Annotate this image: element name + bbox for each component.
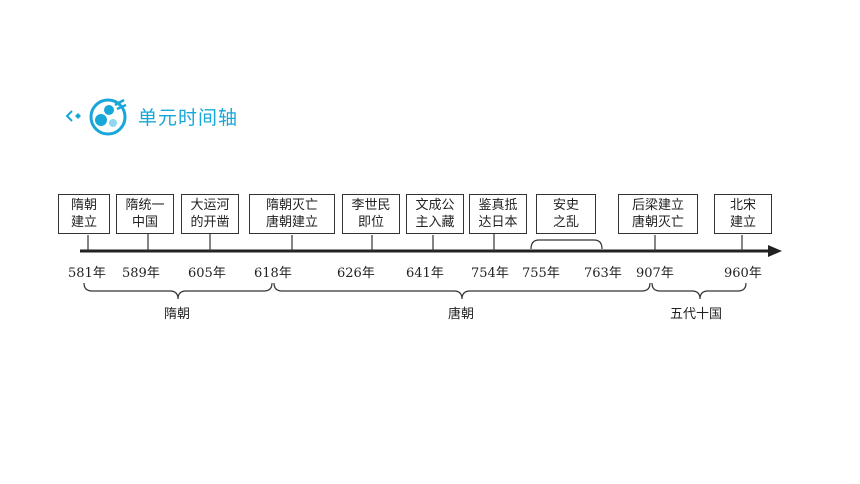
year-label: 754年 <box>471 266 509 281</box>
year-label: 960年 <box>724 266 762 281</box>
event-label: 安史 <box>552 198 579 213</box>
event-label: 唐朝建立 <box>265 215 318 230</box>
event-label: 北宋 <box>729 198 756 213</box>
brace-tang <box>273 282 651 300</box>
year-label: 626年 <box>337 266 375 281</box>
event-range-bracket <box>530 239 603 250</box>
event-label: 鉴真抵 <box>478 198 518 213</box>
event-label: 达日本 <box>478 215 518 230</box>
year-label: 763年 <box>584 266 622 281</box>
year-label: 589年 <box>122 266 160 281</box>
period-label-five-dynasties: 五代十国 <box>670 307 723 322</box>
event-label: 唐朝灭亡 <box>631 215 684 230</box>
event-box-an-shi-rebellion: 安史 之乱 <box>536 194 596 234</box>
event-box-northern-song: 北宋 建立 <box>714 194 772 234</box>
event-box-later-liang-tang-fall: 后梁建立 唐朝灭亡 <box>618 194 698 234</box>
event-label: 隋朝 <box>70 198 97 213</box>
page-title: 单元时间轴 <box>138 106 239 129</box>
event-label: 大运河 <box>190 198 230 213</box>
period-label-tang: 唐朝 <box>448 307 475 322</box>
event-label: 文成公 <box>415 198 455 213</box>
event-label: 中国 <box>131 215 158 230</box>
event-label: 隋统一 <box>125 198 165 213</box>
event-label: 建立 <box>729 215 756 230</box>
molecule-logo-icon <box>89 98 127 136</box>
event-label: 隋朝灭亡 <box>265 198 318 213</box>
event-box-jianzhen: 鉴真抵 达日本 <box>469 194 527 234</box>
event-label: 后梁建立 <box>631 198 684 213</box>
year-label: 581年 <box>68 266 106 281</box>
year-label: 618年 <box>254 266 292 281</box>
period-label-sui: 隋朝 <box>164 307 191 322</box>
event-label: 主入藏 <box>415 215 455 230</box>
event-box-li-shimin: 李世民 即位 <box>342 194 400 234</box>
event-box-princess-wencheng: 文成公 主入藏 <box>406 194 464 234</box>
event-box-grand-canal: 大运河 的开凿 <box>181 194 239 234</box>
axis-arrowhead <box>768 245 782 257</box>
brace-sui <box>83 282 273 300</box>
event-label: 建立 <box>70 215 97 230</box>
brace-five-dynasties <box>651 282 747 300</box>
unit-header: 单元时间轴 <box>64 96 238 136</box>
event-label: 之乱 <box>552 215 579 230</box>
event-box-sui-fall-tang-founded: 隋朝灭亡 唐朝建立 <box>249 194 335 234</box>
chevron-left-icon <box>65 110 81 122</box>
year-label: 907年 <box>636 266 674 281</box>
event-label: 的开凿 <box>190 215 230 230</box>
event-label: 李世民 <box>351 198 391 213</box>
year-label: 755年 <box>522 266 560 281</box>
event-label: 即位 <box>357 215 384 230</box>
event-box-sui-founded: 隋朝 建立 <box>58 194 110 234</box>
event-box-sui-unification: 隋统一 中国 <box>116 194 174 234</box>
year-label: 641年 <box>406 266 444 281</box>
year-label: 605年 <box>188 266 226 281</box>
